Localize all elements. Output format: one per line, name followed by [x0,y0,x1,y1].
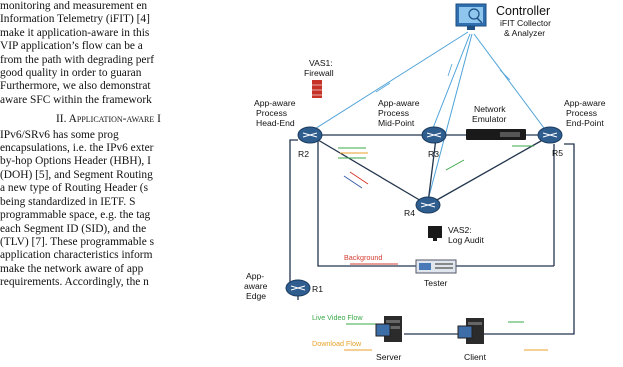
text-line: aware SFC within the framework [0,93,152,106]
text-line: by-hop Options Header (HBH), I [0,155,151,168]
server-label: Server [376,352,401,362]
head-end-line-1: App-aware [254,98,296,108]
section-heading: II. Application-aware I [56,113,161,126]
end-point-line-1: App-aware [564,98,606,108]
mid-point-line-2: Process [378,108,409,118]
flow-arrows [338,145,548,351]
router-r4-icon [415,196,441,214]
text-line: Information Telemetry (iFIT) [4] [0,13,150,26]
vas1-label: VAS1: [309,58,333,68]
vas2-label: VAS2: [448,225,472,235]
client-icon [457,318,484,344]
firewall-icon [312,80,322,98]
emulator-line-1: Network [474,104,506,114]
text-line: application characteristics inform [0,249,153,262]
text-line: (TLV) [7]. These programmable s [0,235,155,248]
network-emulator-icon [466,129,526,140]
router-r5-icon [537,126,563,144]
text-line: IPv6/SRv6 has some prog [0,128,119,141]
log-audit-icon [428,226,442,241]
background-flow-label: Background [344,253,382,262]
router-r1-icon [285,279,311,297]
text-line: from the path with degrading perf [0,53,155,66]
text-line: Furthermore, we also demonstrat [0,80,151,93]
text-line: being standardized in IETF. S [0,195,136,208]
text-line: make it application-aware in this [0,26,150,39]
live-video-flow-label: Live Video Flow [312,313,363,322]
controller-arrows [375,63,511,93]
r5-label: R5 [552,148,563,158]
text-line: each Segment ID (SID), and the [0,222,147,235]
server-icon [375,316,402,342]
vas1-name: Firewall [304,68,334,78]
edge-line-2: aware [244,281,268,291]
controller-subtitle-1: iFIT Collector [500,18,551,28]
head-end-line-3: Head-End [256,118,295,128]
network-figure: Controller iFIT Collector & Analyzer VAS… [244,3,606,362]
r4-label: R4 [404,208,415,218]
controller-links [309,31,545,201]
text-line: (DOH) [5], and Segment Routing [0,168,153,181]
vas2-name: Log Audit [448,235,484,245]
end-point-line-2: Process [566,108,597,118]
controller-title: Controller [496,4,550,18]
tester-icon [415,259,457,274]
text-line: a new type of Routing Header (s [0,182,149,195]
text-line: good quality in order to guaran [0,67,142,80]
edge-line-1: App- [246,271,264,281]
emulator-line-2: Emulator [472,114,507,124]
download-flow-label: Download Flow [312,339,362,348]
controller-monitor-icon [455,3,487,30]
mid-point-line-1: App-aware [378,98,420,108]
edge-line-3: Edge [246,291,266,301]
client-label: Client [464,352,487,362]
router-r3-icon [421,126,447,144]
network-links [289,134,575,335]
text-line: make the network aware of app [0,262,144,275]
controller-subtitle-2: & Analyzer [504,28,545,38]
end-point-line-3: End-Point [566,118,604,128]
text-line: encapsulations, i.e. the IPv6 exter [0,142,154,155]
text-line: VIP application’s flow can be a [0,40,143,53]
r3-label: R3 [428,149,439,159]
r2-label: R2 [298,149,309,159]
text-line: programmable space, e.g. the tag [0,209,151,222]
r1-label: R1 [312,284,323,294]
router-r2-icon [297,126,323,144]
mid-point-line-3: Mid-Point [378,118,415,128]
tester-label: Tester [424,278,448,288]
head-end-line-2: Process [256,108,287,118]
text-line: requirements. Accordingly, the n [0,276,149,289]
text-line: monitoring and measurement en [0,0,148,12]
